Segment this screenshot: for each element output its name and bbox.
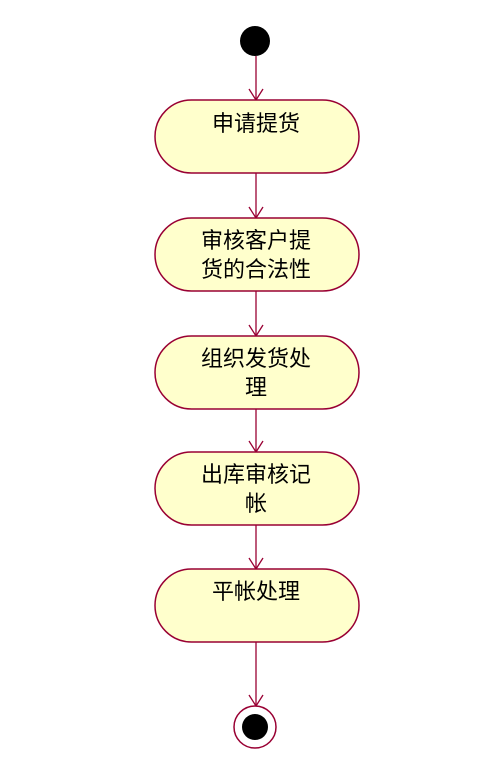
- flow-organize-to-outbound: [248, 409, 264, 454]
- activity-apply-pickup: 申请提货: [154, 99, 360, 174]
- activity-organize-shipping: 组织发货处 理: [154, 335, 360, 410]
- activity-label: 审核客户提: [201, 229, 311, 254]
- flow-verify-to-organize: [248, 291, 264, 338]
- flow-balance-to-end: [248, 642, 264, 708]
- activity-label: 平帐处理: [212, 580, 300, 605]
- initial-node: [240, 26, 270, 56]
- activity-label: 出库审核记: [201, 463, 311, 488]
- final-node: [233, 705, 277, 749]
- activity-label: 帐: [245, 492, 267, 517]
- activity-label: 货的合法性: [201, 258, 311, 283]
- activity-label: 组织发货处: [201, 347, 311, 372]
- activity-label: 申请提货: [212, 112, 300, 137]
- activity-label: 理: [245, 376, 267, 401]
- activity-outbound-audit: 出库审核记 帐: [154, 451, 360, 526]
- activity-balance-account: 平帐处理: [154, 568, 360, 643]
- activity-verify-customer: 审核客户提 货的合法性: [154, 217, 360, 292]
- flow-apply-to-verify: [248, 173, 264, 220]
- flow-start-to-apply: [248, 56, 264, 102]
- flow-outbound-to-balance: [248, 525, 264, 571]
